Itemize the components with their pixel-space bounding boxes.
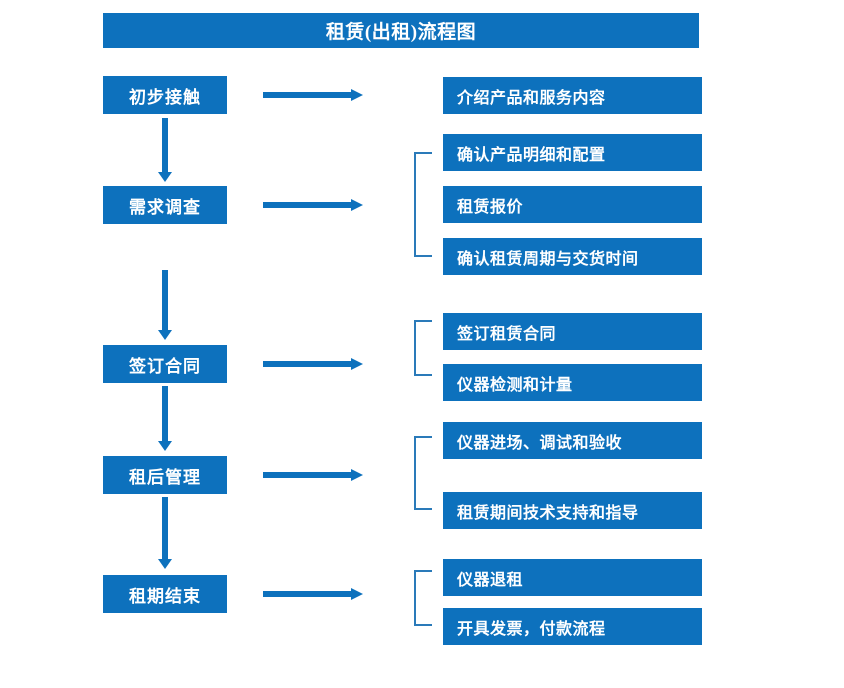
link-arrow-right-3 [263,358,363,370]
flow-arrow-down-4 [158,497,172,571]
arrow-head-right-icon [351,89,363,101]
arrow-head-down-icon [158,441,172,451]
diagram-title: 租赁(出租)流程图 [103,13,699,48]
detail-box-instrument-installation[interactable]: 仪器进场、调试和验收 [443,422,702,459]
arrow-head-down-icon [158,559,172,569]
group-bracket-sign-contract [414,320,432,376]
detail-box-confirm-period-delivery[interactable]: 确认租赁周期与交货时间 [443,238,702,275]
arrow-shaft [263,591,351,597]
flow-arrow-down-3 [158,386,172,452]
arrow-shaft [263,92,351,98]
link-arrow-right-5 [263,588,363,600]
detail-box-instrument-inspection[interactable]: 仪器检测和计量 [443,364,702,401]
detail-box-instrument-return[interactable]: 仪器退租 [443,559,702,596]
arrow-head-down-icon [158,172,172,182]
arrow-shaft [162,118,168,172]
group-bracket-needs-survey [414,152,432,257]
link-arrow-right-4 [263,469,363,481]
flow-arrow-down-1 [158,118,172,182]
arrow-shaft [162,270,168,330]
detail-box-invoice-payment[interactable]: 开具发票，付款流程 [443,608,702,645]
group-bracket-lease-end [414,570,432,626]
arrow-shaft [263,361,351,367]
stage-box-post-rental-management[interactable]: 租后管理 [103,456,227,494]
link-arrow-right-2 [263,199,363,211]
arrow-shaft [162,386,168,441]
arrow-shaft [263,202,351,208]
detail-box-confirm-specs[interactable]: 确认产品明细和配置 [443,134,702,171]
detail-box-sign-rental-contract[interactable]: 签订租赁合同 [443,313,702,350]
stage-box-lease-end[interactable]: 租期结束 [103,575,227,613]
stage-box-needs-survey[interactable]: 需求调查 [103,186,227,224]
link-arrow-right-1 [263,89,363,101]
arrow-head-down-icon [158,330,172,340]
detail-box-rental-quote[interactable]: 租赁报价 [443,186,702,223]
arrow-head-right-icon [351,588,363,600]
arrow-head-right-icon [351,358,363,370]
group-bracket-post-rental [414,436,432,510]
arrow-shaft [162,497,168,559]
stage-box-sign-contract[interactable]: 签订合同 [103,345,227,383]
flow-arrow-down-2 [158,270,172,342]
detail-box-introduce-products[interactable]: 介绍产品和服务内容 [443,77,702,114]
arrow-head-right-icon [351,199,363,211]
arrow-head-right-icon [351,469,363,481]
arrow-shaft [263,472,351,478]
stage-box-initial-contact[interactable]: 初步接触 [103,76,227,114]
detail-box-technical-support[interactable]: 租赁期间技术支持和指导 [443,492,702,529]
